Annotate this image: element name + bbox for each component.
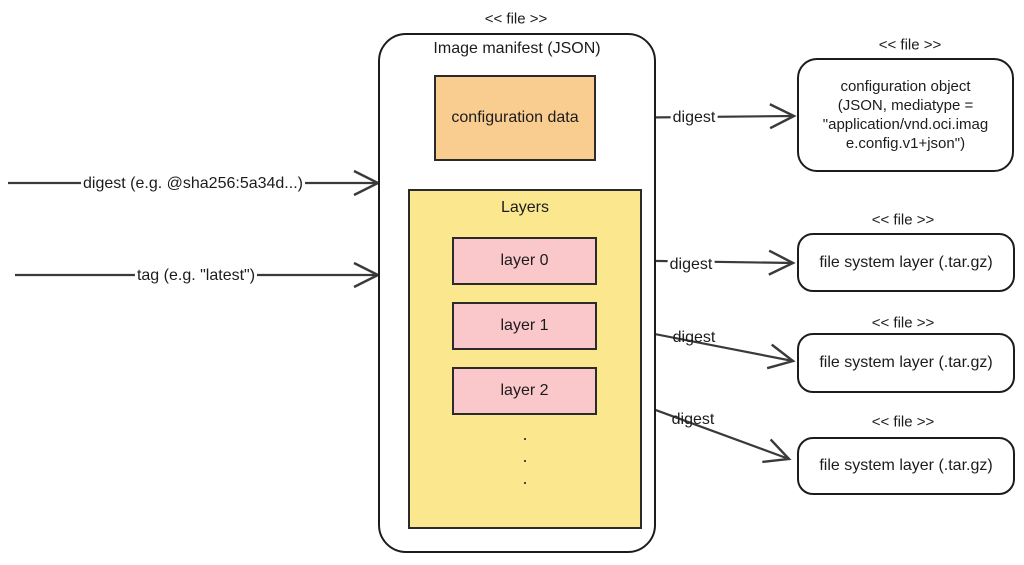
config-object-text-line: configuration object: [840, 78, 971, 95]
edge-label-tag-latest: tag (e.g. "latest"): [134, 267, 258, 285]
fs-layer-1-label: file system layer (.tar.gz): [819, 253, 993, 271]
layer-0-label: layer 0: [500, 252, 549, 269]
configuration-data-label: configuration data: [451, 109, 579, 126]
fs-layer-1-stereotype: << file >>: [871, 211, 935, 229]
fs-layer-3-label: file system layer (.tar.gz): [819, 457, 993, 474]
manifest-title: Image manifest (JSON): [433, 40, 601, 57]
layer-1-node: layer 1: [452, 302, 597, 350]
edge-label-digest-layer0: digest: [667, 256, 715, 274]
config-object-text-line: "application/vnd.oci.imag: [822, 116, 989, 133]
layer-0-node: layer 0: [452, 237, 597, 285]
layers-container-node: Layers layer 0 layer 1 layer 2 . . .: [408, 189, 642, 529]
layer-2-node: layer 2: [452, 367, 597, 415]
edge-label-digest-layer2: digest: [671, 411, 715, 428]
image-manifest-node: Image manifest (JSON) configuration data…: [378, 33, 656, 553]
layer-2-label: layer 2: [500, 382, 549, 399]
config-object-text-line: e.config.v1+json"): [845, 135, 966, 152]
configuration-object-node: configuration object (JSON, mediatype = …: [797, 58, 1014, 172]
layers-title: Layers: [500, 199, 550, 216]
config-object-stereotype: << file >>: [878, 36, 942, 54]
fs-layer-2-label: file system layer (.tar.gz): [819, 354, 993, 371]
layer-1-label: layer 1: [500, 317, 549, 334]
fs-layer-3-node: file system layer (.tar.gz): [797, 437, 1015, 495]
manifest-stereotype: << file >>: [484, 10, 548, 28]
fs-layer-3-stereotype: << file >>: [871, 413, 935, 431]
ellipsis-dot: .: [522, 468, 528, 488]
fs-layer-2-node: file system layer (.tar.gz): [797, 333, 1015, 393]
ellipsis-dot: .: [522, 446, 528, 466]
edge-label-digest-layer1: digest: [672, 329, 716, 346]
configuration-data-node: configuration data: [434, 75, 596, 161]
config-object-text-line: (JSON, mediatype =: [837, 97, 974, 114]
edge-label-digest-config: digest: [670, 109, 718, 127]
ellipsis-dot: .: [522, 424, 528, 444]
edge-label-digest-sha: digest (e.g. @sha256:5a34d...): [81, 175, 305, 193]
fs-layer-2-stereotype: << file >>: [871, 314, 935, 332]
fs-layer-1-node: file system layer (.tar.gz): [797, 233, 1015, 292]
layers-ellipsis: . . .: [410, 423, 640, 489]
